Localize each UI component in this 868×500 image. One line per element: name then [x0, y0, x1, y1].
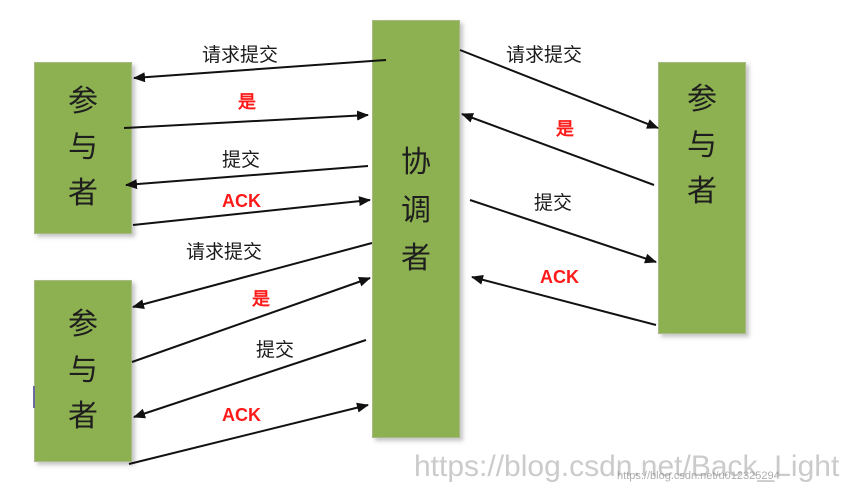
participant-right-box: 参 与 者	[658, 62, 746, 334]
label-top-request: 请求提交	[202, 44, 279, 66]
label-top-ack: ACK	[222, 191, 261, 211]
participant-bottom-char-3: 者	[68, 399, 98, 434]
participant-top-char-1: 参	[68, 84, 98, 119]
label-top-yes: 是	[238, 92, 256, 112]
arrow-right-request	[459, 49, 659, 129]
coordinator-char-2: 调	[401, 193, 431, 228]
participant-right-char-2: 与	[687, 128, 717, 163]
arrow-right-commit	[469, 199, 657, 264]
arrow-top-commit	[125, 165, 369, 190]
watermark-small: https://blog.csdn.net/u012325294	[617, 470, 780, 482]
arrow-bottom-request	[132, 242, 373, 309]
label-bottom-yes: 是	[252, 289, 270, 309]
label-top-commit: 提交	[222, 149, 261, 171]
watermark-large: https://blog.csdn.net/Back_Light	[414, 450, 840, 483]
label-right-ack: ACK	[540, 267, 579, 287]
label-right-yes: 是	[556, 119, 574, 139]
participant-right-char-1: 参	[687, 82, 717, 117]
label-right-commit: 提交	[534, 192, 573, 214]
coordinator-char-3: 者	[401, 241, 431, 276]
label-bottom-ack: ACK	[222, 405, 261, 425]
participant-top-box: 参 与 者	[34, 62, 132, 234]
arrow-right-yes	[461, 113, 655, 186]
participant-top-char-3: 者	[68, 176, 98, 211]
arrow-bottom-yes	[131, 276, 371, 363]
arrow-right-ack	[471, 274, 657, 326]
label-bottom-request: 请求提交	[186, 241, 263, 263]
label-bottom-commit: 提交	[256, 339, 295, 361]
coordinator-box: 协 调 者	[372, 20, 460, 438]
participant-bottom-char-1: 参	[68, 307, 98, 342]
participant-bottom-box: 参 与 者	[34, 280, 132, 462]
participant-top-char-2: 与	[68, 130, 98, 165]
arrow-top-yes	[123, 110, 369, 129]
label-right-request: 请求提交	[506, 44, 583, 66]
arrow-top-ack	[132, 196, 371, 226]
participant-right-char-3: 者	[687, 174, 717, 209]
coordinator-char-1: 协	[401, 145, 431, 180]
arrow-top-request	[133, 59, 387, 83]
edge-mark	[33, 386, 35, 408]
participant-bottom-char-2: 与	[68, 353, 98, 388]
arrow-bottom-ack	[128, 402, 369, 465]
arrow-bottom-commit	[133, 339, 367, 419]
